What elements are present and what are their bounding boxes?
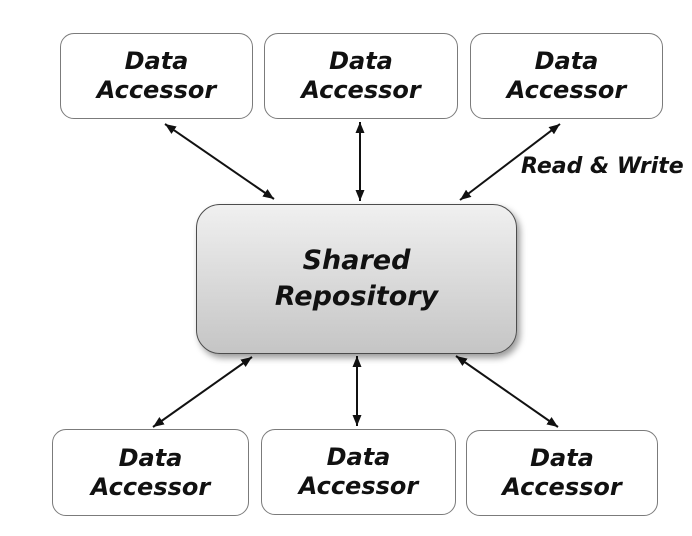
node-data-accessor-bottom-center: Data Accessor — [261, 429, 456, 515]
node-shared-repository: Shared Repository — [196, 204, 517, 354]
edge-repository-to-bottom-left — [152, 356, 253, 428]
edge-label-read-write: Read & Write — [521, 154, 684, 179]
node-data-accessor-bottom-left: Data Accessor — [52, 429, 249, 516]
node-data-accessor-top-left: Data Accessor — [60, 33, 253, 119]
node-data-accessor-top-right: Data Accessor — [470, 33, 663, 119]
node-data-accessor-top-center: Data Accessor — [264, 33, 458, 119]
node-data-accessor-bottom-right: Data Accessor — [466, 430, 658, 516]
edge-top-left-to-repository — [164, 123, 275, 200]
edge-repository-to-bottom-right — [455, 355, 559, 428]
